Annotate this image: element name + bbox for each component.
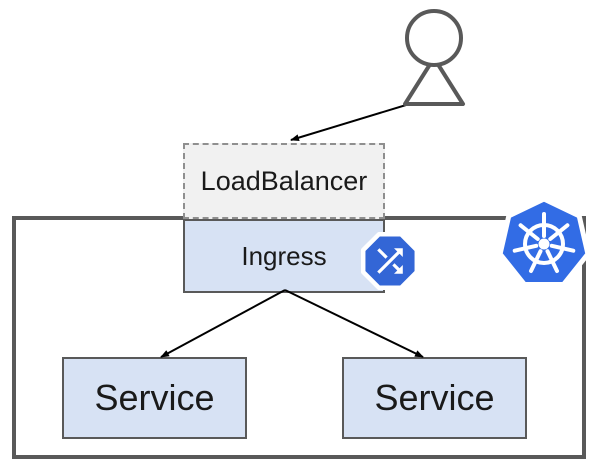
person-icon	[403, 9, 465, 106]
service-right-label: Service	[374, 377, 495, 418]
ingress-shuffle-icon	[360, 231, 420, 291]
ingress-label: Ingress	[241, 240, 327, 271]
service-node-right: Service	[342, 357, 527, 439]
service-node-left: Service	[62, 357, 247, 439]
kubernetes-logo-icon	[497, 196, 591, 287]
service-left-label: Service	[94, 377, 215, 418]
loadbalancer-node: LoadBalancer	[183, 143, 385, 219]
loadbalancer-label: LoadBalancer	[200, 165, 368, 196]
